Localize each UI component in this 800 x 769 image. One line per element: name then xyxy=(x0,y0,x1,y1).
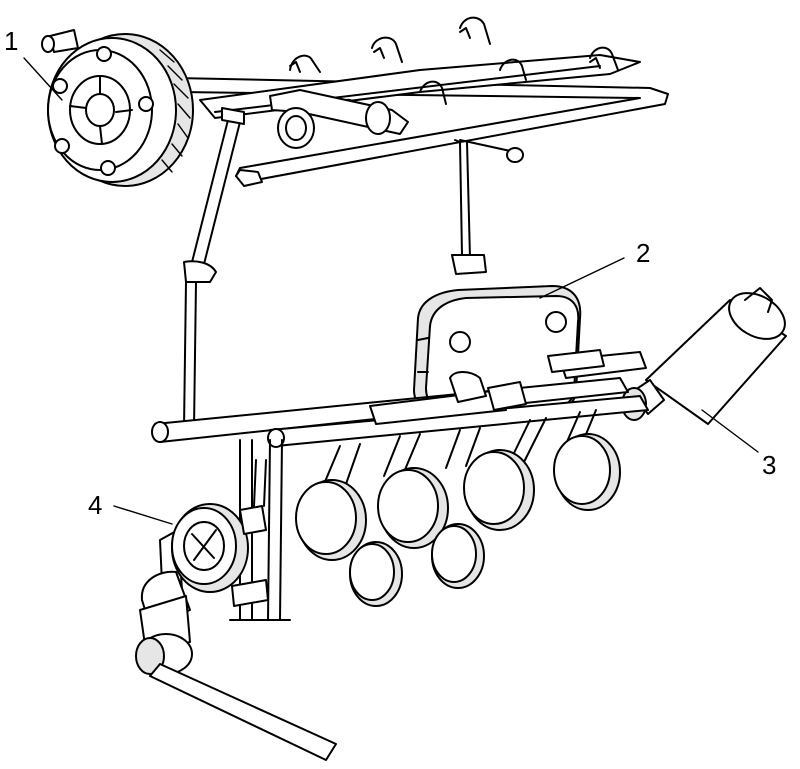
component-3-canister xyxy=(547,287,787,425)
injector-ring xyxy=(553,433,621,511)
callout-label-2: 2 xyxy=(636,238,650,268)
left-vertical-lead xyxy=(183,107,245,429)
upper-harness-rail xyxy=(174,16,669,275)
injector-ring xyxy=(349,541,403,607)
component-1-pulley xyxy=(41,29,194,187)
injector-ring xyxy=(431,523,485,589)
injector-ring xyxy=(377,467,449,549)
callout-label-3: 3 xyxy=(762,450,776,480)
leader-line-2 xyxy=(539,257,625,299)
callout-label-4: 4 xyxy=(88,490,102,520)
injector-rings xyxy=(295,433,621,607)
injector-ring xyxy=(295,479,367,561)
leader-line-1 xyxy=(23,57,63,101)
callout-leaders xyxy=(23,57,759,525)
component-4-connector xyxy=(135,459,337,761)
injector-ring xyxy=(463,449,535,531)
leader-line-4 xyxy=(113,505,173,525)
leader-line-3 xyxy=(701,409,759,453)
callout-label-1: 1 xyxy=(4,26,18,56)
